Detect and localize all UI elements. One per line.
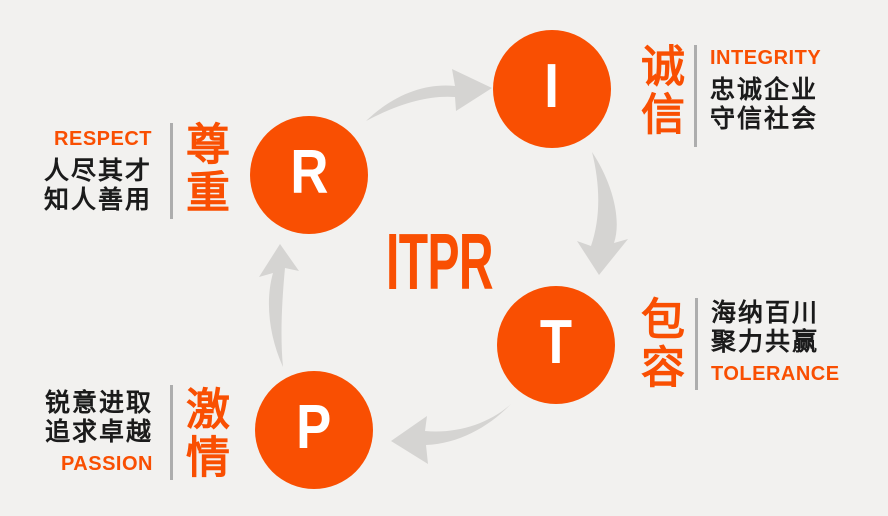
en-word-integrity: INTEGRITY xyxy=(710,47,822,69)
arrow-t-to-p-icon xyxy=(391,404,511,464)
arrow-i-to-t-icon xyxy=(577,152,628,275)
text-group-tolerance: 海纳百川 聚力共赢 TOLERANCE xyxy=(711,299,840,385)
desc-passion-2: 追求卓越 xyxy=(44,418,153,446)
cn-word-passion: 激情 xyxy=(179,386,228,482)
circle-tolerance: T xyxy=(497,286,615,404)
desc-passion-1: 锐意进取 xyxy=(44,389,153,417)
circle-respect: R xyxy=(250,116,368,234)
en-word-tolerance: TOLERANCE xyxy=(711,363,840,385)
circle-letter-tolerance: T xyxy=(539,308,573,377)
text-group-integrity: INTEGRITY 忠诚企业 守信社会 xyxy=(710,47,821,134)
circle-letter-integrity: I xyxy=(544,52,560,121)
text-group-passion: 锐意进取 追求卓越 PASSION xyxy=(38,389,153,475)
center-title: ITPR xyxy=(386,217,494,306)
circle-letter-passion: P xyxy=(296,393,332,462)
circle-letter-respect: R xyxy=(289,138,329,207)
circle-passion: P xyxy=(255,371,373,489)
cn-word-tolerance: 包容 xyxy=(634,296,683,392)
desc-integrity-2: 守信社会 xyxy=(710,105,819,133)
divider-integrity xyxy=(694,45,697,147)
desc-respect-1: 人尽其才 xyxy=(43,157,152,185)
divider-respect xyxy=(170,123,173,219)
circle-integrity: I xyxy=(493,30,611,148)
desc-tolerance-1: 海纳百川 xyxy=(711,299,820,327)
arrow-p-to-r-icon xyxy=(259,244,299,367)
desc-tolerance-2: 聚力共赢 xyxy=(711,328,820,356)
desc-respect-2: 知人善用 xyxy=(43,186,152,214)
text-group-respect: RESPECT 人尽其才 知人善用 xyxy=(38,128,152,215)
en-word-respect: RESPECT xyxy=(54,128,152,150)
desc-integrity-1: 忠诚企业 xyxy=(710,76,819,104)
en-word-passion: PASSION xyxy=(60,453,153,475)
cn-word-integrity: 诚信 xyxy=(634,43,683,139)
cn-word-respect: 尊重 xyxy=(179,121,228,217)
divider-passion xyxy=(170,385,173,480)
divider-tolerance xyxy=(695,298,698,390)
arrow-r-to-i-icon xyxy=(366,69,492,121)
